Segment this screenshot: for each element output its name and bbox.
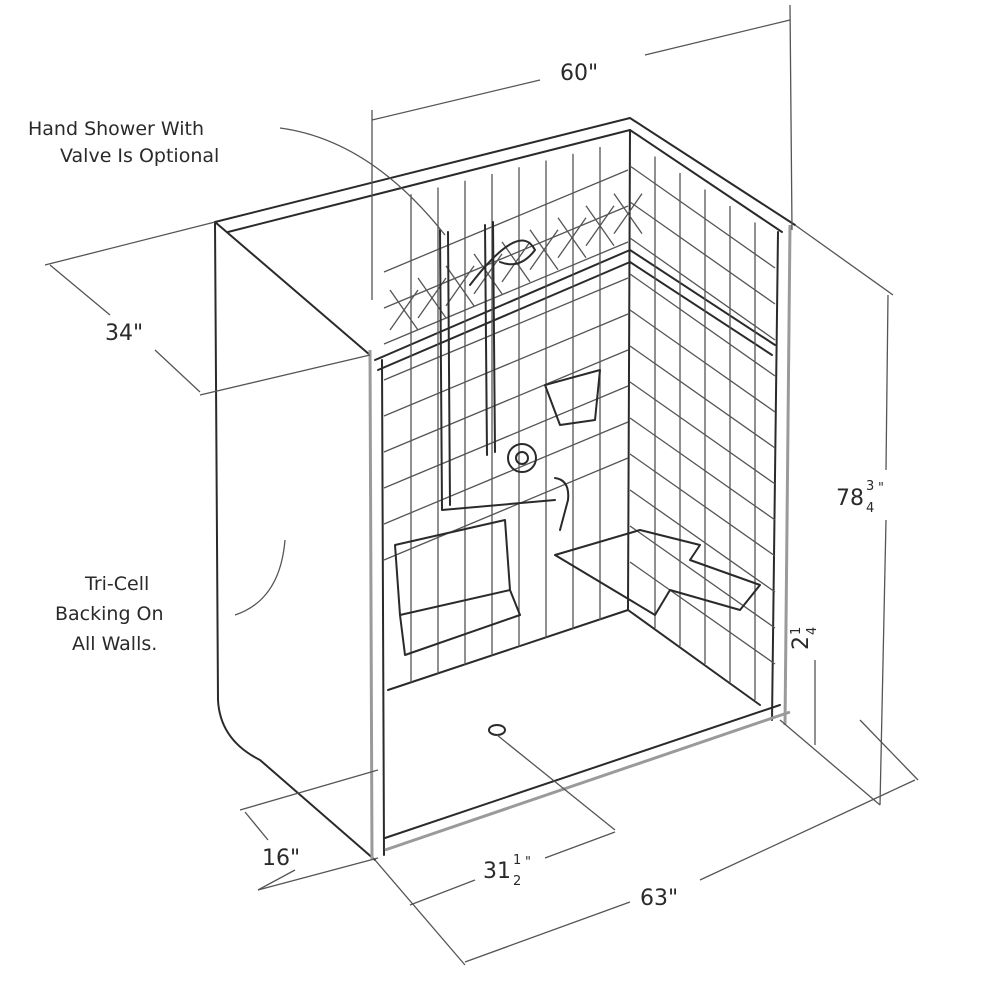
dim-depth: 34" (105, 321, 143, 346)
dim-height-den: 4 (866, 501, 874, 516)
left-panel-top (214, 221, 371, 356)
tile-line (613, 193, 643, 235)
tile-line (383, 385, 629, 489)
grab-bar-vertical (439, 229, 556, 511)
tile-line (629, 309, 776, 413)
tile-line (629, 165, 776, 269)
tile-line (629, 561, 776, 665)
tile-line (557, 217, 587, 259)
top-rim-inner (227, 129, 783, 233)
folding-seat-front (399, 589, 521, 656)
tile-line (383, 277, 629, 381)
tile-line (629, 525, 776, 629)
tile-line (389, 289, 419, 331)
right-post-inner (771, 231, 779, 721)
dim-63-line (464, 779, 916, 963)
dim-34-ext (44, 221, 371, 396)
hand-shower-leader (279, 127, 446, 236)
dim-16-ext (239, 769, 379, 891)
tile-line (383, 169, 629, 273)
dim-threshold-den: 4 (805, 627, 820, 635)
grab-bar-edge (447, 231, 451, 506)
tile-line (629, 237, 776, 341)
dim-60-line (371, 19, 791, 121)
tile-line (629, 345, 776, 449)
back-corner (627, 129, 631, 611)
dim-drain-inch: " (525, 855, 531, 870)
corner-bench (554, 529, 761, 616)
tile-line (383, 205, 629, 309)
dim-height-inch: " (878, 481, 884, 496)
left-side-panel (214, 221, 376, 861)
dim-16-line (244, 811, 296, 891)
wall-tiles (383, 147, 776, 700)
dim-threshold-num: 1 (789, 627, 804, 635)
dim-31-line (409, 831, 616, 906)
dim-width-bottom: 63" (640, 886, 678, 911)
tile-line (383, 349, 629, 453)
dim-drain: 31 (483, 859, 511, 884)
backing-leader (234, 539, 286, 616)
left-front-post (368, 349, 374, 861)
note-hand-shower-1: Hand Shower With (28, 118, 204, 140)
tile-line (383, 313, 629, 417)
note-backing-2: Backing On (55, 603, 164, 625)
tile-line (529, 229, 559, 271)
soap-ledge-lower (377, 261, 773, 371)
dim-height-num: 3 (866, 479, 874, 494)
top-rim-outer (214, 117, 796, 226)
dim-63-ext (374, 719, 919, 966)
tile-line (629, 489, 776, 593)
dim-78-line (879, 294, 889, 806)
grab-bar-horizontal (554, 477, 570, 531)
left-post-inner (381, 359, 385, 856)
note-hand-shower-2: Valve Is Optional (60, 145, 219, 167)
dim-height: 78 (836, 486, 864, 511)
soap-ledge (374, 249, 776, 361)
dim-31-ext (496, 734, 616, 831)
fixtures (394, 221, 761, 656)
note-backing-3: All Walls. (72, 633, 157, 655)
dim-front-depth: 16" (262, 846, 300, 871)
drain (488, 724, 506, 736)
shower-shell (214, 117, 796, 861)
tile-line (629, 453, 776, 557)
tile-line (473, 253, 503, 295)
threshold-inner (384, 704, 781, 839)
corner-shelf (544, 369, 601, 426)
tile-line (501, 241, 531, 283)
tile-line (629, 417, 776, 521)
tile-line (629, 381, 776, 485)
tile-line (383, 241, 629, 345)
dim-60-ext (371, 4, 793, 300)
tile-line (383, 421, 629, 525)
dim-34-line (49, 264, 201, 393)
right-front-post (783, 224, 792, 726)
threshold (384, 710, 791, 852)
dim-78-ext (779, 224, 894, 806)
dim-width-top: 60" (560, 61, 598, 86)
valve-handle (515, 451, 529, 465)
tile-line (585, 205, 615, 247)
dim-threshold-whole: 2 (789, 636, 814, 650)
hand-shower-slide-bar (484, 221, 496, 456)
dim-drain-den: 2 (513, 874, 521, 889)
valve (507, 443, 537, 473)
tile-line (383, 457, 629, 561)
dimension-lines (44, 4, 919, 966)
shower-head (469, 239, 536, 286)
tile-line (629, 273, 776, 377)
floor-back-edge (387, 609, 761, 706)
dim-drain-num: 1 (513, 853, 521, 868)
tile-line (445, 265, 475, 307)
folding-seat-back (394, 519, 511, 616)
note-backing-1: Tri-Cell (84, 573, 149, 595)
tile-line (629, 201, 776, 305)
dim-threshold: 2 1 4 (789, 627, 820, 650)
